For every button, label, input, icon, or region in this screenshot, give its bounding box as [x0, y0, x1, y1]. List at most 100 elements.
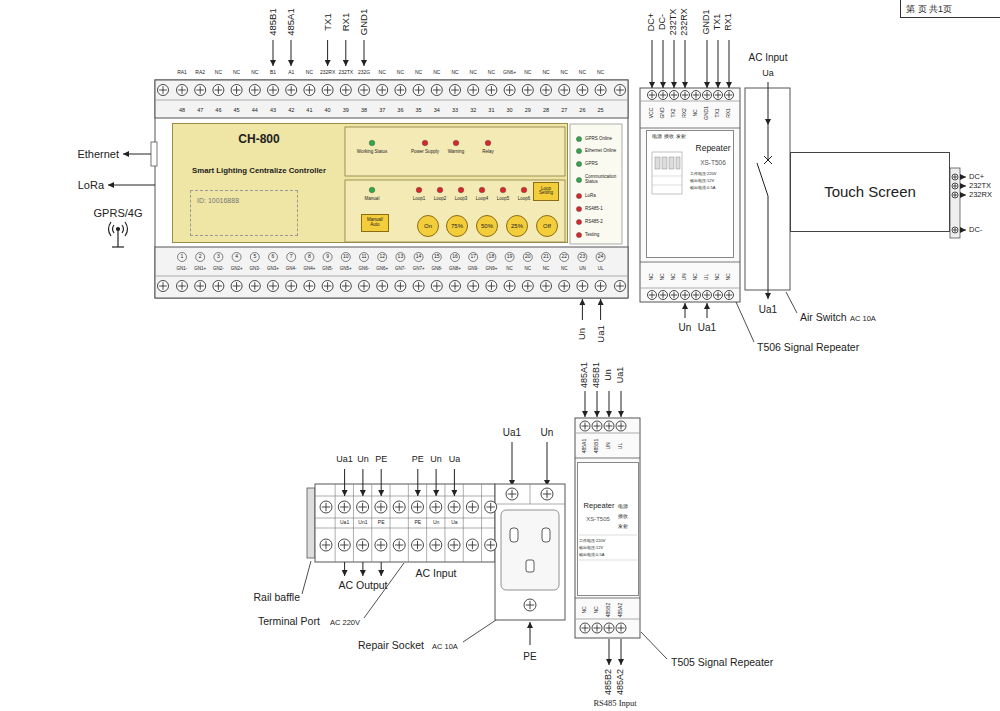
terminal-number: 37	[379, 107, 385, 113]
wire-label: PE	[523, 651, 536, 662]
terminal-label: NC	[506, 266, 513, 271]
spec-note: 输出电压:12V	[690, 179, 714, 183]
terminal-label: NC	[582, 606, 588, 613]
terminal-screw	[703, 291, 712, 300]
terminal-screw	[177, 85, 188, 96]
wire-arrow	[345, 40, 346, 66]
screw-head	[485, 539, 497, 551]
face-fill	[577, 462, 639, 596]
terminal-label: NC	[397, 70, 404, 76]
screw-slot	[326, 503, 327, 511]
screw-head	[681, 291, 690, 300]
led	[521, 187, 527, 193]
screw-head	[541, 281, 552, 292]
terminal-screw	[577, 281, 588, 292]
spec-note: 输出电流:0.5A	[690, 186, 715, 190]
screw-head	[195, 281, 206, 292]
screw-slot	[454, 541, 455, 549]
terminal-screw	[506, 488, 518, 500]
node-text: CH-800	[238, 133, 279, 146]
screw-slot	[955, 228, 956, 232]
terminal-screw	[340, 281, 351, 292]
terminal-label: 485B1	[594, 439, 600, 453]
antenna-base	[112, 246, 124, 247]
wire-label: DC-	[658, 14, 668, 30]
screw-head	[524, 599, 536, 611]
terminal-number: 32	[470, 107, 476, 113]
terminal-label: 485A2	[618, 603, 624, 617]
number-ring	[487, 253, 496, 262]
screw-head	[485, 501, 497, 513]
wire-label: 232TX	[969, 182, 991, 190]
leader-line	[463, 618, 499, 642]
screw-slot	[585, 625, 586, 632]
screw-slot	[564, 86, 565, 94]
led-label: Communication Status	[585, 175, 621, 185]
controller-panel: CH-800Smart Lighting Centralize Controll…	[172, 123, 568, 243]
terminal-label: Un1	[358, 520, 367, 526]
screw-slot	[399, 503, 400, 511]
led-label: 接收	[618, 515, 628, 520]
terminal-label: GN1-	[177, 266, 188, 271]
screw-head	[320, 539, 332, 551]
terminal-label: 232RX	[320, 70, 335, 76]
screw-slot	[435, 503, 436, 511]
screw-head	[286, 85, 297, 96]
led-label: 接收	[664, 135, 674, 140]
terminal-label: NC	[542, 70, 549, 76]
touch-screen: Touch Screen	[790, 152, 950, 232]
switch-lever	[669, 157, 674, 169]
wire-arrow	[960, 177, 966, 178]
controller-housing	[151, 80, 628, 298]
screw-head	[466, 539, 478, 551]
socket-outline	[495, 484, 565, 620]
block-divider	[335, 484, 336, 562]
terminal-screw	[393, 501, 405, 513]
wire-label: 485A1	[580, 362, 590, 388]
terminal-label: GN6+	[503, 70, 516, 76]
screw-head	[412, 501, 424, 513]
terminal-screw	[468, 85, 479, 96]
terminal-label: GN5+	[340, 266, 352, 271]
terminal-screw	[359, 281, 370, 292]
terminal-number: 47	[197, 107, 203, 113]
screw-head	[468, 281, 479, 292]
terminal-label: GN5-	[322, 266, 333, 271]
leader-line	[786, 292, 797, 313]
screw-slot	[509, 86, 510, 94]
led-label: Loop5	[497, 197, 510, 202]
screw-head	[559, 281, 570, 292]
screw-head	[577, 85, 588, 96]
terminal-screw	[559, 85, 570, 96]
wire-label: PE	[375, 455, 387, 465]
screw-slot	[718, 92, 719, 98]
screw-slot	[609, 625, 610, 632]
led-label: 发射	[618, 525, 628, 530]
screw-head	[286, 281, 297, 292]
wire-label: 232TX	[669, 9, 679, 36]
terminal-label: TX2	[671, 108, 677, 117]
terminal-label: NC	[379, 70, 386, 76]
wire-label: Ua	[762, 69, 774, 79]
strip-divider	[640, 288, 740, 289]
terminal-screw	[413, 281, 424, 292]
terminal-screw	[340, 85, 351, 96]
led-label: Loop4	[476, 197, 489, 202]
terminal-screw	[468, 281, 479, 292]
terminal-label: Ua	[451, 520, 457, 526]
wire-label: PE	[412, 455, 424, 465]
ethernet-arrow	[123, 154, 151, 155]
wire-arrow	[597, 391, 598, 417]
terminal-screw	[320, 539, 332, 551]
screw-slot	[490, 541, 491, 549]
wire-label: DC+	[969, 173, 984, 181]
terminal-screw	[541, 281, 552, 292]
terminal-number: 48	[179, 107, 185, 113]
terminal-screw	[450, 281, 461, 292]
terminal-label: GN3+	[267, 266, 279, 271]
screw-slot	[254, 86, 255, 94]
control-box	[345, 180, 565, 242]
rating-label: AC 10A	[850, 315, 876, 323]
terminal-number: 24	[598, 254, 604, 260]
